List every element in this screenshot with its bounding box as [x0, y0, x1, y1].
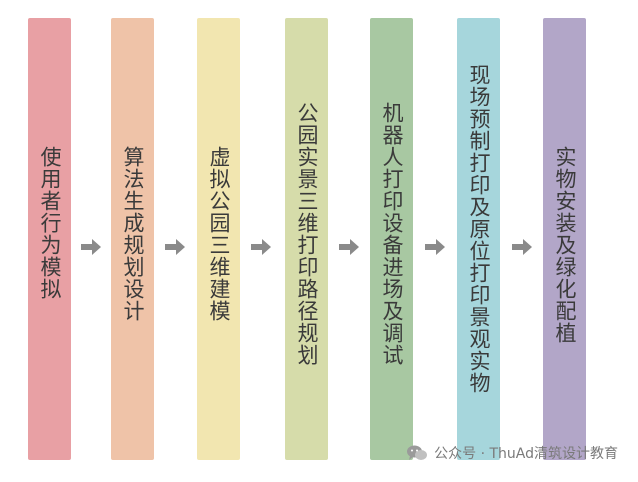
step-4: 公园实景三维打印路径规划 [285, 18, 328, 460]
step-1: 使用者行为模拟 [28, 18, 71, 460]
arrow-right-icon [164, 238, 186, 256]
step-4-label: 公园实景三维打印路径规划 [295, 102, 319, 366]
arrow-right-icon [80, 238, 102, 256]
step-2-label: 算法生成规划设计 [121, 146, 145, 322]
step-5: 机器人打印设备进场及调试 [370, 18, 413, 460]
step-6-label: 现场预制打印及原位打印景观实物 [467, 64, 491, 394]
step-3-label: 虚拟公园三维建模 [207, 146, 231, 322]
watermark-text: 公众号 · ThuAd清筑设计教育 [434, 446, 618, 462]
step-1-label: 使用者行为模拟 [38, 146, 62, 300]
step-7-label: 实物安装及绿化配植 [553, 146, 577, 344]
arrow-right-icon [511, 238, 533, 256]
arrow-right-icon [424, 238, 446, 256]
step-5-label: 机器人打印设备进场及调试 [380, 102, 404, 366]
step-2: 算法生成规划设计 [111, 18, 154, 460]
wechat-icon [406, 444, 428, 462]
step-7: 实物安装及绿化配植 [543, 18, 586, 460]
arrow-right-icon [338, 238, 360, 256]
arrow-right-icon [250, 238, 272, 256]
step-3: 虚拟公园三维建模 [197, 18, 240, 460]
step-6: 现场预制打印及原位打印景观实物 [457, 18, 500, 460]
watermark: 公众号 · ThuAd清筑设计教育 [406, 443, 618, 463]
